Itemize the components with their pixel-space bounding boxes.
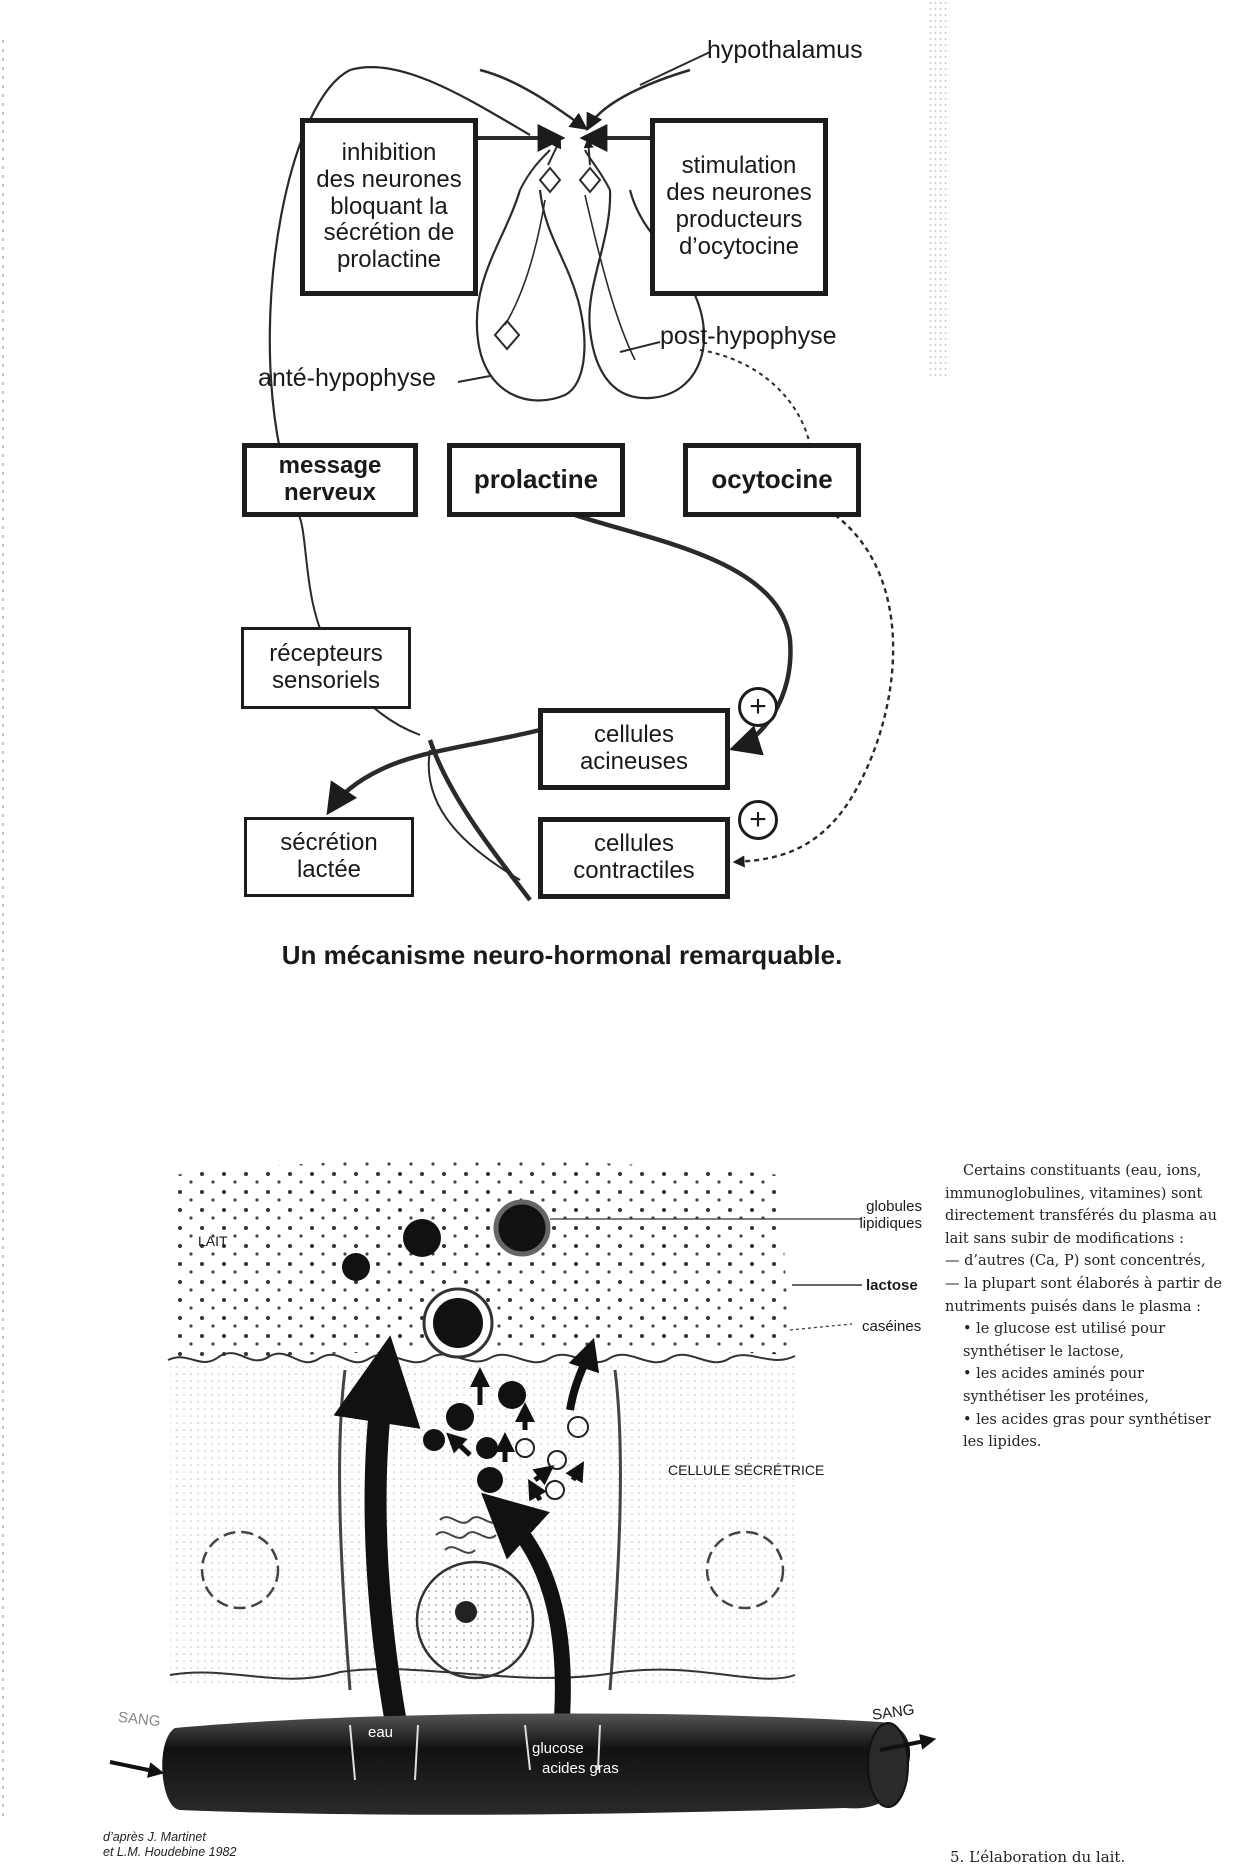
caseines-label: caséines xyxy=(862,1318,922,1335)
stimulation-box: stimulation des neurones producteurs d’o… xyxy=(650,118,828,296)
secretion-lactee-box: sécrétion lactée xyxy=(244,817,414,897)
side-bullet-2: • les acides aminés pour synthétiser les… xyxy=(963,1366,1149,1405)
side-bullet-3: • les acides gras pour synthétiser les l… xyxy=(963,1411,1211,1451)
side-line-1: — d’autres (Ca, P) sont concentrés, xyxy=(945,1253,1206,1270)
cellules-contractiles-box: cellules contractiles xyxy=(538,817,730,899)
post-hypophyse-label: post-hypophyse xyxy=(660,322,837,350)
message-nerveux-box: message nerveux xyxy=(242,443,418,517)
lait-label: LAIT xyxy=(198,1233,228,1249)
top-figure-caption: Un mécanisme neuro-hormonal remarquable. xyxy=(281,940,843,970)
scan-edge-left xyxy=(2,40,4,1820)
bottom-figure-caption: 5. L’élaboration du lait. xyxy=(950,1848,1126,1866)
scan-edge-right xyxy=(928,0,950,380)
ocytocine-box: ocytocine xyxy=(683,443,861,517)
inhibition-box: inhibition des neurones bloquant la sécr… xyxy=(300,118,478,296)
plus-sign-contractiles: + xyxy=(738,800,778,840)
figure-credit: d’après J. Martinet et L.M. Houdebine 19… xyxy=(103,1830,237,1859)
side-intro: Certains constituants (eau, ions, immuno… xyxy=(945,1163,1217,1247)
prolactine-box: prolactine xyxy=(447,443,625,517)
recepteurs-sensoriels-box: récepteurs sensoriels xyxy=(241,627,411,709)
cellules-acineuses-box: cellules acineuses xyxy=(538,708,730,790)
acides-gras-label: acides gras xyxy=(542,1760,619,1777)
side-line-2: — la plupart sont élaborés à partir de n… xyxy=(945,1275,1222,1315)
plus-sign-acineuses: + xyxy=(738,687,778,727)
glucose-label: glucose xyxy=(532,1740,584,1757)
cellule-secretrice-label: CELLULE SÉCRÉTRICE xyxy=(668,1462,825,1478)
side-bullet-1: • le glucose est utilisé pour synthétise… xyxy=(963,1321,1166,1360)
eau-label: eau xyxy=(368,1724,394,1741)
hypothalamus-label: hypothalamus xyxy=(707,36,863,64)
lactose-label: lactose xyxy=(866,1277,918,1294)
side-description: Certains constituants (eau, ions, immuno… xyxy=(945,1160,1225,1454)
globules-lipidiques-label: globules lipidiques xyxy=(859,1198,922,1232)
ante-hypophyse-label: anté-hypophyse xyxy=(258,364,436,392)
